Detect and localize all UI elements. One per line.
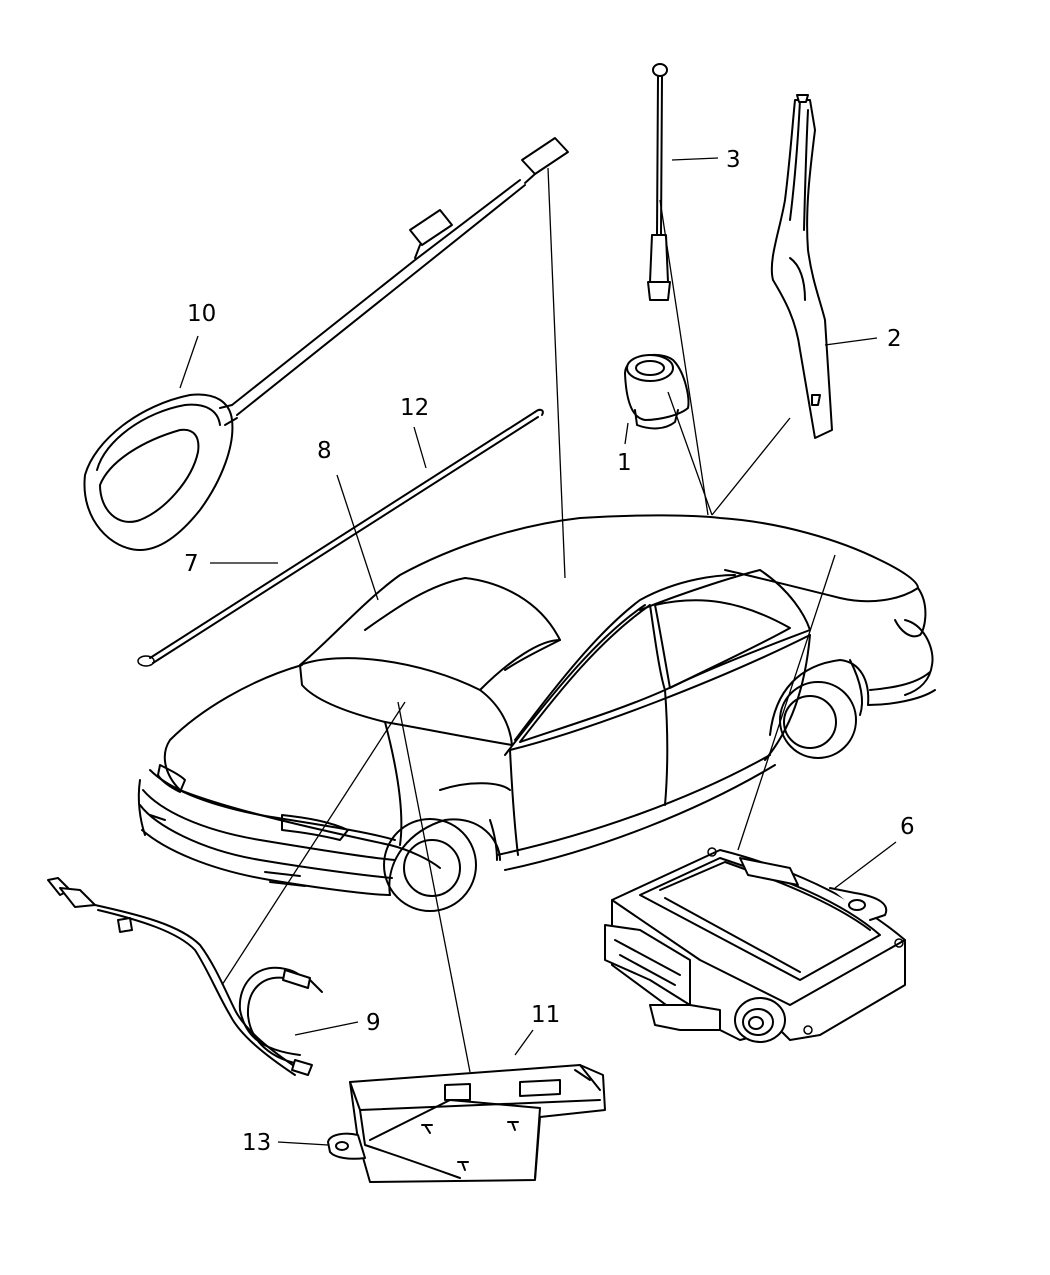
car-body	[137, 514, 936, 912]
callout-12: 12	[400, 395, 429, 421]
part-1-grommet	[624, 353, 690, 430]
part-10-antenna-cable	[231, 137, 569, 416]
callout-2: 2	[887, 326, 902, 352]
callout-1: 1	[617, 450, 632, 476]
callout-8: 8	[317, 438, 332, 464]
location-leaders	[221, 167, 836, 1073]
part-9-cable-harness	[47, 877, 323, 1076]
part-3-antenna-mast	[647, 63, 671, 301]
part-7-12-cable	[137, 408, 544, 667]
callout-11: 11	[531, 1002, 560, 1028]
callout-6: 6	[900, 814, 915, 840]
callout-7: 7	[184, 551, 199, 577]
callout-10: 10	[187, 301, 216, 327]
callout-13: 13	[242, 1130, 271, 1156]
callout-leaders	[179, 157, 897, 1146]
callout-3: 3	[726, 147, 741, 173]
part-10-antenna-base	[83, 393, 238, 551]
part-2-antenna-assembly	[770, 94, 833, 439]
callout-labels: 1 2 3 6 7 8 9 10 11 12 13	[184, 147, 915, 1156]
callout-9: 9	[366, 1010, 381, 1036]
part-11-module	[327, 1064, 606, 1183]
part-6-module	[604, 847, 906, 1043]
